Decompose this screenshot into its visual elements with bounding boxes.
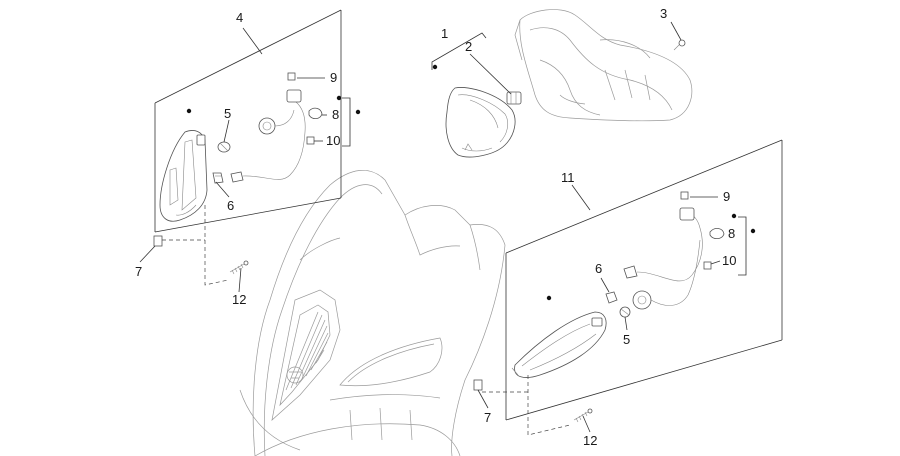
left-indicator-box (154, 9, 342, 233)
callout-4: 4 (236, 10, 243, 25)
left-socket-wire (230, 101, 306, 183)
callout-5-right: 5 (623, 332, 630, 347)
leader-lines (139, 21, 721, 433)
left-bulb-holder-5 (217, 141, 231, 153)
left-leader-dash (204, 205, 229, 286)
callout-9-left: 9 (330, 70, 337, 85)
marker-dots (186, 64, 756, 301)
left-bulb-6 (212, 172, 224, 184)
right-socket-wire (623, 212, 703, 310)
left-nut-7 (153, 235, 163, 247)
headlight-assembly (445, 87, 516, 158)
right-connector-9 (679, 191, 695, 221)
headlight-bulb (506, 91, 522, 105)
callout-11: 11 (561, 170, 575, 185)
callout-10-left: 10 (326, 133, 340, 148)
callout-9-right: 9 (723, 189, 730, 204)
callout-8-right: 8 (728, 226, 735, 241)
callout-5-left: 5 (224, 106, 231, 121)
front-shield-panel (239, 169, 506, 456)
callout-7-right: 7 (484, 410, 491, 425)
bracket-1 (431, 32, 487, 70)
callout-12-left: 12 (232, 292, 246, 307)
callout-12-right: 12 (583, 433, 597, 448)
screw-part-3 (673, 39, 686, 51)
handlebar-cover (514, 9, 693, 122)
right-bulb-holder-5 (619, 306, 631, 318)
left-screw-12 (229, 260, 249, 275)
right-indicator-box (505, 139, 783, 421)
right-screw-12 (573, 408, 593, 423)
left-clip-10 (306, 136, 315, 145)
right-nut-7 (473, 379, 483, 391)
callout-6-right: 6 (595, 261, 602, 276)
callout-10-right: 10 (722, 253, 736, 268)
callout-2: 2 (465, 39, 472, 54)
right-clip-10 (703, 261, 712, 270)
left-connector-9 (286, 72, 302, 103)
bracket-left-group (342, 97, 351, 147)
right-leader-dash (527, 375, 571, 436)
callout-7-left: 7 (135, 264, 142, 279)
callout-8-left: 8 (332, 107, 339, 122)
right-clip-8 (709, 228, 725, 240)
right-bulb-6 (605, 291, 618, 304)
callout-3: 3 (660, 6, 667, 21)
right-indicator-lens (511, 311, 607, 378)
left-indicator-lens (159, 130, 208, 222)
callout-6-left: 6 (227, 198, 234, 213)
grille-hatch (285, 311, 329, 391)
bracket-right-group (738, 216, 747, 276)
callout-1: 1 (441, 26, 448, 41)
left-clip-8 (308, 107, 323, 120)
